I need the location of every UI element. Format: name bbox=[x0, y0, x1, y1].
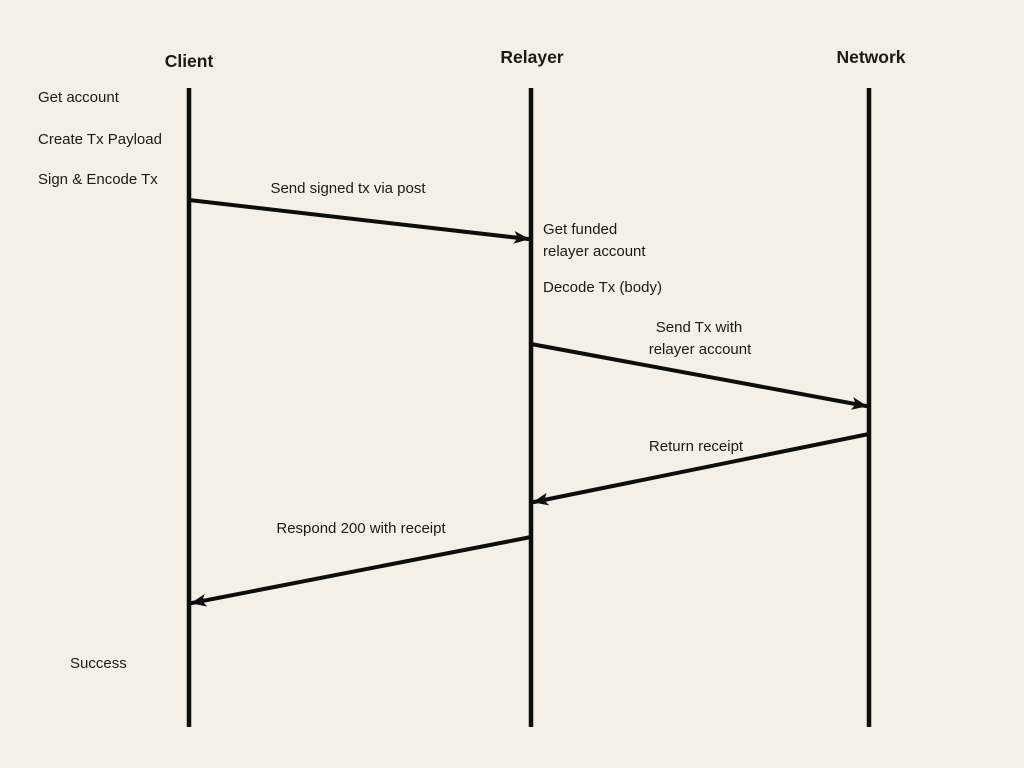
message-label-send-tx-line2: relayer account bbox=[649, 341, 752, 358]
arrow-respond-200 bbox=[190, 535, 533, 607]
relayer-step-get-funded-line1: Get funded bbox=[543, 221, 617, 238]
relayer-step-get-funded-line2: relayer account bbox=[543, 243, 646, 260]
message-label-return-receipt: Return receipt bbox=[649, 438, 744, 455]
message-label-respond-200: Respond 200 with receipt bbox=[276, 520, 446, 537]
arrow-send-signed-tx bbox=[187, 198, 530, 244]
arrow-send-tx-relayer-account bbox=[529, 342, 868, 410]
actor-title-network: Network bbox=[836, 47, 905, 67]
arrow-return-receipt bbox=[532, 432, 871, 506]
client-step-sign-encode-tx: Sign & Encode Tx bbox=[38, 171, 158, 188]
client-step-get-account: Get account bbox=[38, 89, 120, 106]
message-label-send-signed-tx: Send signed tx via post bbox=[270, 180, 426, 197]
message-label-send-tx-line1: Send Tx with bbox=[656, 319, 742, 336]
actor-title-relayer: Relayer bbox=[500, 47, 563, 67]
client-step-success: Success bbox=[70, 655, 127, 672]
actor-title-client: Client bbox=[165, 51, 214, 71]
relayer-step-decode-tx: Decode Tx (body) bbox=[543, 279, 662, 296]
client-step-create-tx-payload: Create Tx Payload bbox=[38, 131, 162, 148]
